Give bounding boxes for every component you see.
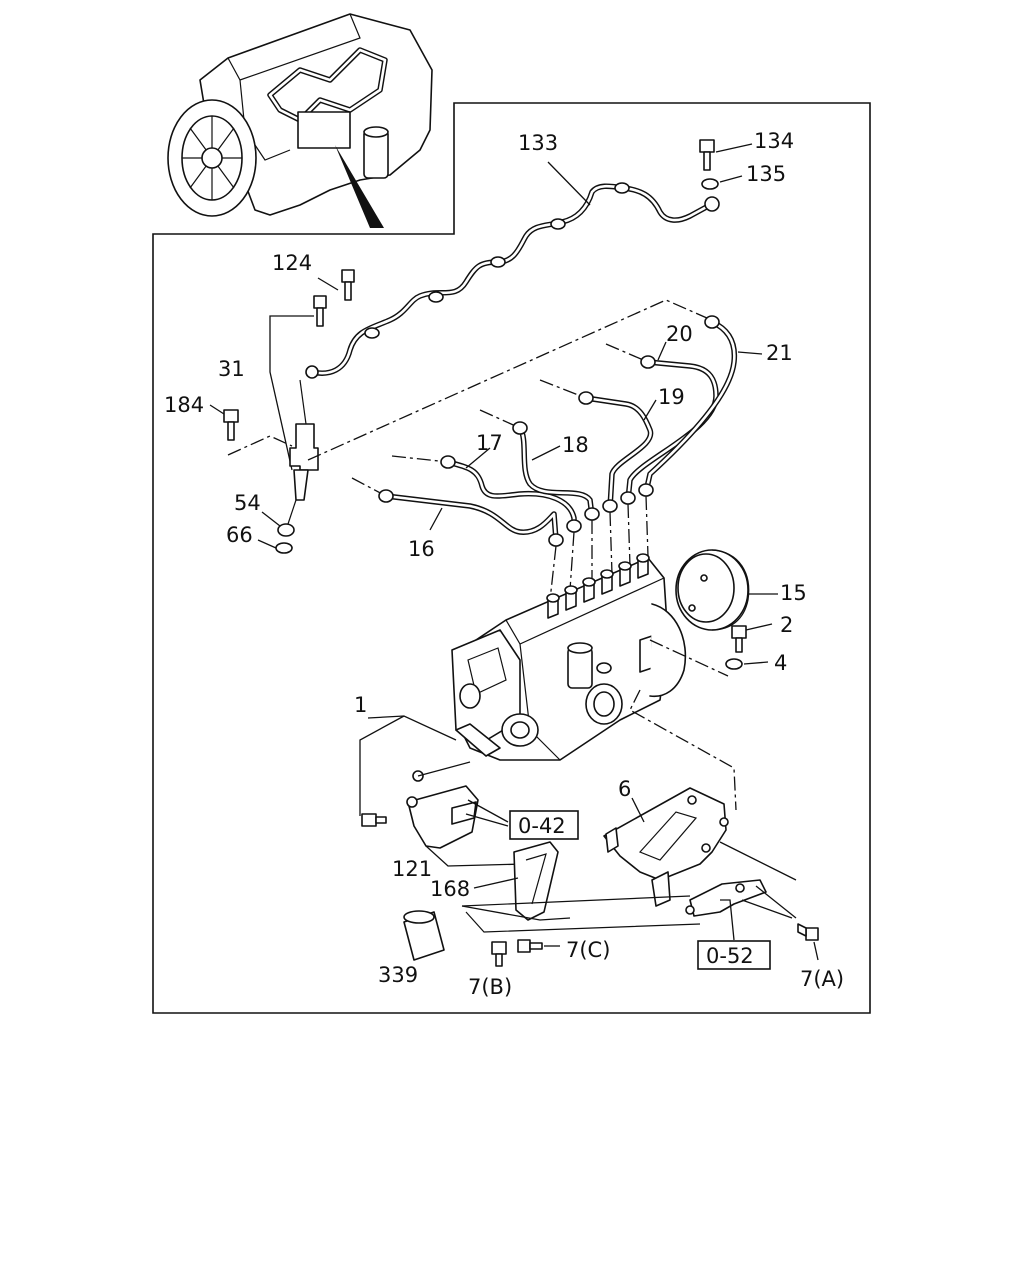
bolt-184	[223, 409, 239, 441]
label-54: 54	[234, 491, 261, 515]
sleeve-339	[403, 910, 445, 961]
label-134: 134	[754, 129, 794, 153]
label-184: 184	[164, 393, 204, 417]
plate-168	[513, 841, 559, 921]
label-135: 135	[746, 162, 786, 186]
engine-overview-illustration	[167, 13, 433, 228]
label-17: 17	[476, 431, 503, 455]
label-19: 19	[658, 385, 685, 409]
bolt-1-lower	[361, 813, 387, 827]
ref-0-52: 0-52	[706, 944, 754, 968]
bracket-0-52	[651, 871, 767, 917]
nozzle-holder-31	[289, 379, 319, 501]
label-66: 66	[226, 523, 253, 547]
label-21: 21	[766, 341, 793, 365]
label-20: 20	[666, 322, 693, 346]
label-168: 168	[430, 877, 470, 901]
label-121: 121	[392, 857, 432, 881]
label-4: 4	[774, 651, 787, 675]
label-15: 15	[780, 581, 807, 605]
label-16: 16	[408, 537, 435, 561]
label-7c: 7(C)	[566, 938, 610, 962]
injection-pipes	[378, 315, 738, 547]
washer-135	[701, 178, 719, 190]
bracket-121	[406, 761, 479, 849]
bolt-134	[699, 139, 715, 171]
timer-15	[675, 549, 750, 631]
label-7a: 7(A)	[800, 967, 844, 991]
label-1: 1	[354, 693, 367, 717]
ref-0-42: 0-42	[518, 814, 566, 838]
diagram-frame	[152, 102, 871, 1014]
return-pipe-133	[305, 182, 720, 379]
label-18: 18	[562, 433, 589, 457]
label-124: 124	[272, 251, 312, 275]
bolt-7c	[517, 939, 543, 953]
injection-pump-1	[451, 553, 687, 761]
bolt-7b	[491, 941, 507, 967]
label-133: 133	[518, 131, 558, 155]
bolt-124	[313, 269, 355, 327]
label-7b: 7(B)	[468, 975, 512, 999]
label-339: 339	[378, 963, 418, 987]
ref-box-0-52	[697, 940, 771, 970]
bracket-6	[603, 787, 729, 881]
bolt-7a	[797, 923, 819, 941]
label-6: 6	[618, 777, 631, 801]
bolt-2	[731, 625, 747, 653]
ref-box-0-42	[509, 810, 579, 840]
label-31: 31	[218, 357, 245, 381]
washer-66	[275, 542, 293, 554]
washer-54	[277, 523, 295, 537]
washer-4	[725, 658, 743, 670]
label-2: 2	[780, 613, 793, 637]
